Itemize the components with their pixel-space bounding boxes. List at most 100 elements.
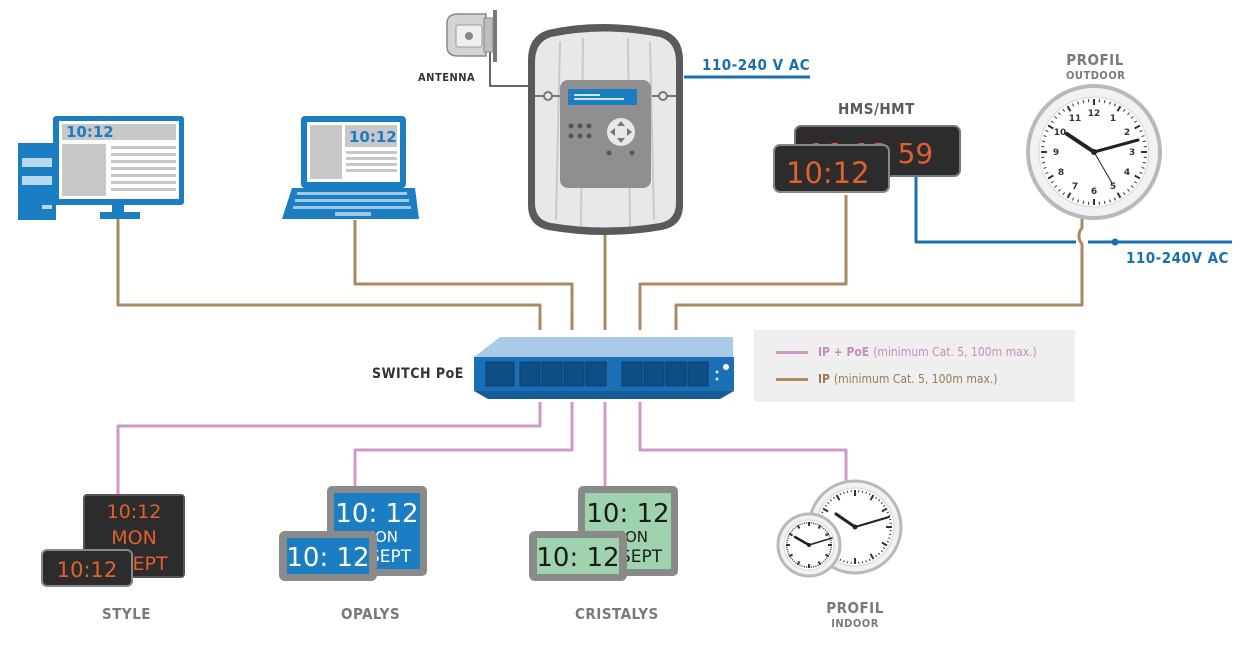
clock-tick bbox=[875, 555, 878, 558]
switch-poe-icon bbox=[474, 337, 734, 399]
clock-tick bbox=[1103, 100, 1106, 104]
clock-tick bbox=[878, 499, 881, 502]
clock-tick bbox=[1062, 192, 1066, 196]
style-display-small: 10:12 bbox=[41, 549, 133, 587]
svg-text:3: 3 bbox=[1129, 148, 1135, 158]
clock-tick bbox=[1066, 192, 1072, 199]
clock-tick bbox=[1134, 120, 1138, 124]
clock-tick bbox=[1050, 120, 1054, 124]
clock-tick bbox=[826, 531, 828, 533]
clock-tick bbox=[1113, 103, 1117, 107]
clock-tick bbox=[822, 507, 829, 513]
laptop-time: 10:12 bbox=[349, 128, 397, 146]
svg-text:5: 5 bbox=[1110, 182, 1116, 192]
clock-tick bbox=[1141, 166, 1145, 169]
clock-tick bbox=[881, 507, 888, 513]
cable-desktop bbox=[116, 218, 542, 330]
clock-tick bbox=[1127, 112, 1130, 116]
opalys-display-small: 10: 12 bbox=[279, 531, 377, 581]
clock-tick bbox=[790, 557, 792, 559]
clock-tick bbox=[1047, 124, 1054, 130]
clock-tick bbox=[787, 535, 790, 537]
style-line2: MON bbox=[111, 527, 157, 549]
profil-indoor-title: PROFIL bbox=[826, 599, 884, 617]
profil-outdoor-sub: OUTDOOR bbox=[1066, 69, 1126, 82]
clock-tick bbox=[865, 560, 867, 563]
clock-tick bbox=[796, 560, 801, 566]
clock-tick bbox=[869, 553, 875, 560]
hms-label: HMS/HMT bbox=[838, 100, 915, 118]
legend-row-ip: IP (minimum Cat. 5, 100m max.) bbox=[776, 369, 998, 389]
hms-display-front: 10:12 bbox=[773, 144, 890, 193]
clock-tick bbox=[1122, 108, 1126, 112]
profil-indoor-sub: INDOOR bbox=[831, 617, 879, 630]
clock-tick bbox=[1108, 101, 1111, 105]
clock-tick bbox=[817, 560, 822, 566]
legend-swatch-poe bbox=[776, 350, 808, 354]
clock-tick bbox=[817, 524, 822, 530]
opalys-small-time: 10: 12 bbox=[286, 543, 369, 573]
clock-tick bbox=[1050, 180, 1054, 184]
clock-tick bbox=[1130, 185, 1134, 188]
antenna-cable bbox=[489, 52, 530, 87]
cable-legend: IP + PoE (minimum Cat. 5, 100m max.) IP … bbox=[754, 330, 1075, 402]
clock-tick bbox=[1077, 199, 1080, 203]
clock-tick bbox=[1134, 174, 1141, 180]
clock-tick bbox=[843, 560, 845, 563]
clock-tick bbox=[839, 558, 842, 562]
clock-tick bbox=[869, 494, 875, 501]
clock-tick bbox=[796, 524, 801, 530]
clock-tick bbox=[868, 492, 871, 496]
clock-tick bbox=[1142, 161, 1146, 164]
cristalys-label: CRISTALYS bbox=[575, 605, 659, 623]
cable-opalys bbox=[353, 402, 574, 488]
clock-tick bbox=[787, 553, 790, 555]
clock-tick bbox=[1054, 185, 1058, 188]
cable-profil-indoor bbox=[638, 402, 848, 484]
clock-tick bbox=[1141, 135, 1145, 138]
profil-outdoor-title: PROFIL bbox=[1066, 51, 1124, 69]
clock-tick bbox=[827, 501, 830, 504]
clock-tick bbox=[823, 527, 825, 530]
clock-tick bbox=[1042, 161, 1046, 164]
hms-front-time: 10:12 bbox=[786, 156, 870, 190]
clock-tick bbox=[1134, 180, 1138, 184]
svg-text:11: 11 bbox=[1069, 114, 1082, 124]
legend-row-poe: IP + PoE (minimum Cat. 5, 100m max.) bbox=[776, 342, 1037, 362]
svg-text:8: 8 bbox=[1058, 168, 1064, 178]
profil-indoor-label: PROFIL INDOOR bbox=[826, 599, 884, 630]
clock-tick bbox=[832, 496, 835, 499]
clock-tick bbox=[1082, 100, 1085, 104]
clock-tick bbox=[878, 552, 881, 555]
clock-tick bbox=[1139, 171, 1143, 175]
clock-tick bbox=[1054, 116, 1058, 119]
clock-tick bbox=[788, 553, 794, 558]
clock-tick bbox=[828, 553, 831, 555]
cable-style bbox=[116, 402, 542, 497]
antenna-label: ANTENNA bbox=[418, 71, 476, 84]
clock-tick bbox=[793, 560, 795, 563]
legend-swatch-ip bbox=[776, 377, 808, 381]
clock-tick bbox=[826, 557, 828, 559]
legend-ip-strong: IP bbox=[818, 372, 830, 386]
clock-tick bbox=[791, 559, 794, 561]
clock-tick bbox=[888, 537, 891, 539]
clock-tick bbox=[793, 527, 795, 530]
svg-text:9: 9 bbox=[1053, 148, 1059, 158]
svg-text:7: 7 bbox=[1072, 182, 1078, 192]
antenna-icon bbox=[446, 10, 497, 62]
clock-tick bbox=[824, 559, 827, 561]
clock-tick bbox=[1043, 166, 1047, 169]
clock-tick bbox=[824, 529, 827, 531]
legend-poe-text: (minimum Cat. 5, 100m max.) bbox=[873, 345, 1037, 359]
desktop-computer-icon: 10:12 bbox=[18, 116, 184, 220]
clock-tick bbox=[821, 562, 823, 564]
clock-tick bbox=[1043, 135, 1047, 138]
profil-indoor-clock-small-icon bbox=[776, 512, 842, 578]
clock-tick bbox=[839, 492, 842, 496]
clock-tick bbox=[1082, 200, 1085, 204]
svg-text:1: 1 bbox=[1110, 114, 1116, 124]
clock-tick bbox=[1058, 188, 1061, 192]
clock-tick bbox=[1116, 192, 1122, 199]
